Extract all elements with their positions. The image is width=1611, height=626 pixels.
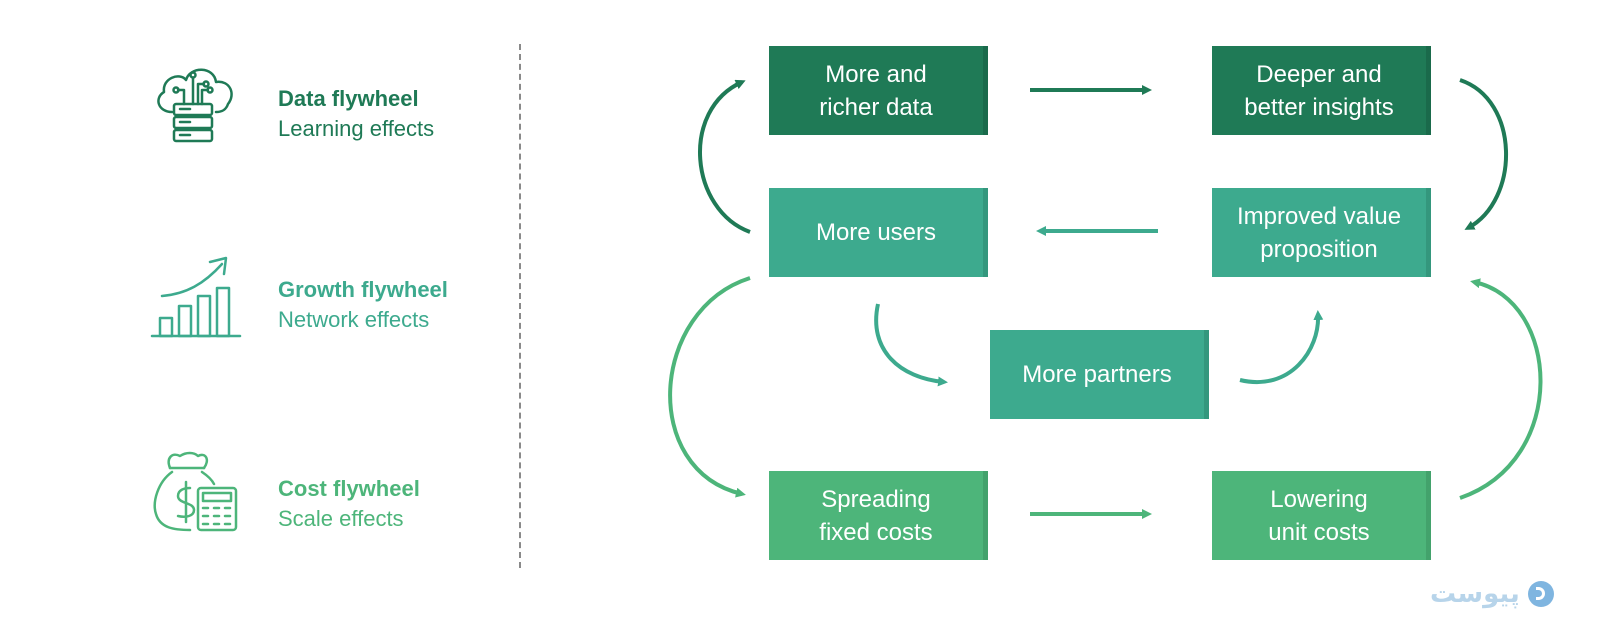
legend-cost-flywheel [150,448,242,544]
watermark-text: پیوست [1430,578,1520,608]
arrow-users-to-spreading [668,276,751,498]
node-label: Improved value proposition [1236,202,1402,263]
node-improved-value: Improved value proposition [1212,188,1431,277]
growth-chart-icon [150,250,242,346]
legend-subtitle: Scale effects [278,506,404,531]
node-spreading-costs: Spreading fixed costs [769,471,988,560]
arrow-partners-to-value [1239,310,1324,384]
legend-subtitle: Learning effects [278,116,435,141]
node-lowering-costs: Lowering unit costs [1212,471,1431,560]
node-label: More users [815,219,937,246]
node-label: Lowering unit costs [1268,485,1370,546]
arrow-users-to-partners [874,303,948,387]
legend-growth-flywheel [150,250,242,346]
node-label: More and richer data [819,60,933,121]
legend-title: Growth flywheel [278,277,448,302]
arrow-insights-to-value [1459,78,1509,230]
node-more-data: More and richer data [769,46,988,135]
node-label: More partners [1022,361,1172,388]
legend-data-text: Data flywheel Learning effects [278,84,434,144]
node-more-partners: More partners [990,330,1209,419]
cloud-server-icon [150,60,242,156]
money-bag-calculator-icon [150,448,242,544]
legend-title: Data flywheel [278,86,419,111]
arrow-lowering-to-value [1459,278,1543,500]
arrow-users-to-data [698,79,751,234]
legend-data-flywheel [150,60,242,156]
dashed-divider [519,44,521,568]
legend-growth-text: Growth flywheel Network effects [278,275,448,335]
node-deeper-insights: Deeper and better insights [1212,46,1431,135]
node-label: Spreading fixed costs [819,485,933,546]
legend-cost-text: Cost flywheel Scale effects [278,474,420,534]
watermark: پیوست [1430,578,1554,609]
node-more-users: More users [769,188,988,277]
legend-subtitle: Network effects [278,307,430,332]
node-label: Deeper and better insights [1244,60,1394,121]
legend-title: Cost flywheel [278,476,420,501]
watermark-logo-icon [1527,580,1554,607]
